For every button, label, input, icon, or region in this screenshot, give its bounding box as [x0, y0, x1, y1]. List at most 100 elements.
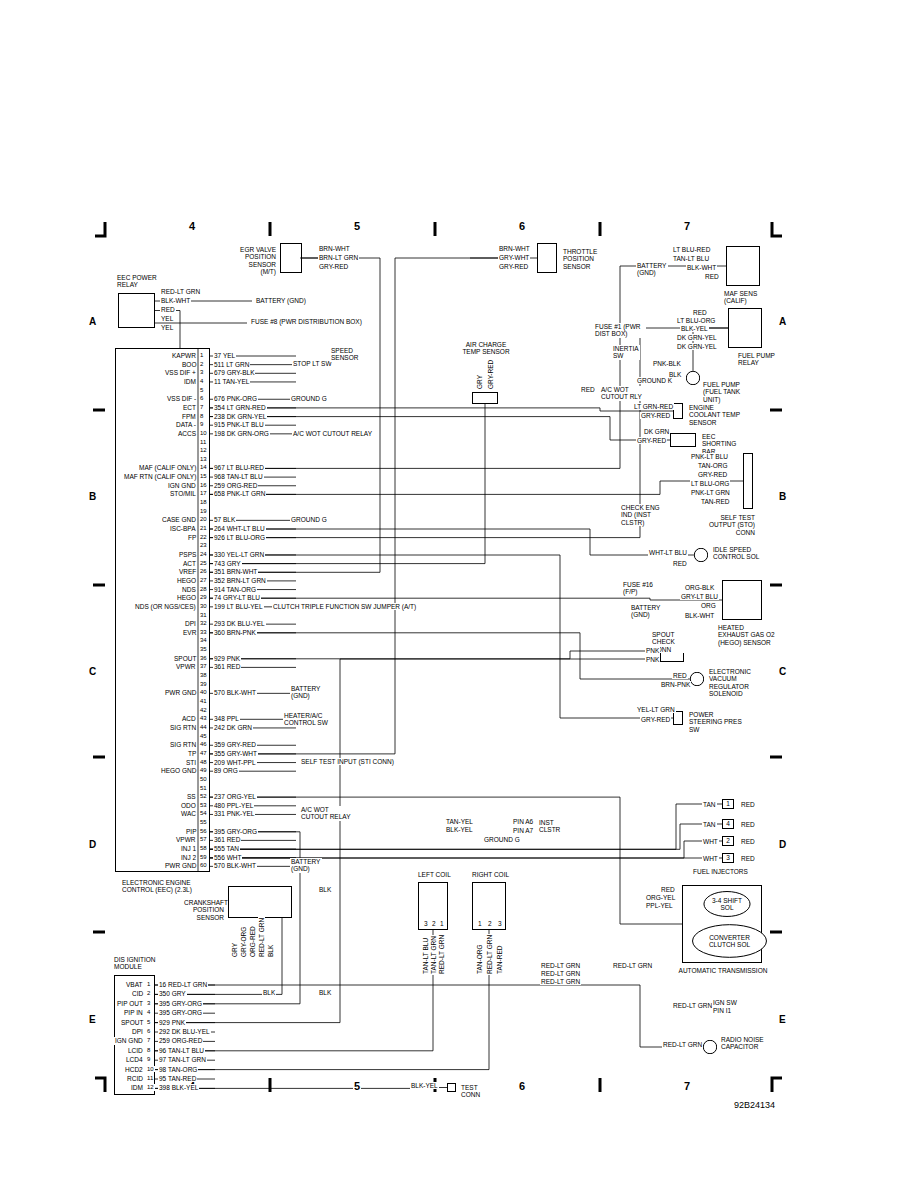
label-text: 6 — [518, 220, 526, 232]
label-text: GROUND G — [290, 395, 328, 402]
label-text: ORG-RED — [249, 925, 256, 958]
label-text: BRN-WHT — [318, 245, 351, 252]
label-text: 395 GRY-ORG — [158, 1000, 203, 1007]
label-text: 56 — [199, 828, 208, 835]
label-text: LCD4 — [125, 1056, 144, 1063]
label-text: WAC — [180, 810, 197, 817]
label-text: RED — [160, 306, 176, 313]
label-text: A — [88, 316, 97, 327]
label-text: IGN GND — [167, 482, 197, 489]
label-text: 98 TAN-ORG — [158, 1066, 198, 1073]
wire-connector — [210, 328, 728, 538]
component-label: 3 — [726, 854, 730, 861]
component-label: 1 — [726, 800, 730, 807]
label-text: 570 BLK-WHT — [213, 862, 257, 869]
label-text: C — [778, 666, 787, 677]
wire-connector — [155, 930, 433, 1051]
label-text: 350 GRY — [158, 990, 187, 997]
label-text: 10 — [199, 430, 208, 437]
label-text: 48 — [199, 759, 208, 766]
label-text: PIN A6 — [512, 818, 534, 825]
label-text: RED — [580, 386, 596, 393]
label-text: BLK — [262, 989, 276, 996]
label-text: BLK-WHT — [686, 264, 717, 271]
label-text: 44 — [199, 724, 208, 731]
label-text: 17 — [199, 490, 208, 497]
label-text: INJ 1 — [180, 845, 197, 852]
component-label: 3-4 SHIFT SOL — [711, 897, 743, 912]
label-text: 40 — [199, 689, 208, 696]
label-text: 2 — [431, 920, 437, 927]
wire-line — [210, 555, 673, 718]
label-text: YEL — [160, 315, 174, 322]
label-text: 237 ORG-YEL — [213, 793, 257, 800]
label-text: 31 — [199, 612, 208, 619]
component-label: TEST CONN — [460, 1084, 490, 1099]
label-text: PIN A7 — [512, 827, 534, 834]
wire-connector — [210, 417, 670, 440]
label-text: 7 — [199, 404, 204, 411]
label-text: 264 WHT-LT BLU — [213, 525, 266, 532]
component-box: SPOUT CHECK CONN — [660, 648, 684, 662]
label-text: RED-LT GRN — [612, 962, 653, 969]
label-text: 7 — [146, 1037, 151, 1044]
label-text: 8 — [199, 413, 204, 420]
component-label: ENGINE COOLANT TEMP SENSOR — [688, 404, 748, 426]
label-text: 51 — [199, 785, 208, 792]
label-text: 5 — [353, 1080, 361, 1092]
label-text: BATTERY (GND) — [636, 262, 668, 277]
wire-connector — [210, 555, 673, 718]
row-tick — [93, 410, 782, 932]
label-text: 556 WHT — [213, 854, 242, 861]
label-text: BATTERY (GND) — [630, 604, 662, 619]
label-text: 259 ORG-RED — [158, 1037, 203, 1044]
label-text: 3 — [497, 920, 503, 927]
label-text: FUSE #16 (F/P) — [622, 581, 654, 596]
label-text: 58 — [199, 845, 208, 852]
label-text: 360 BRN-PNK — [213, 629, 257, 636]
solenoid-circle: CONVERTER CLUTCH SOL — [691, 924, 768, 958]
label-text: SPOUT — [120, 1019, 144, 1026]
label-text: 1 — [199, 352, 204, 359]
solenoid-circle: 3-4 SHIFT SOL — [703, 891, 751, 917]
corner-mark — [95, 222, 105, 236]
label-text: FUSE #8 (PWR DISTRIBUTION BOX) — [250, 318, 363, 325]
component-label: RADIO NOISE CAPACITOR — [720, 1036, 765, 1051]
label-text: B — [778, 491, 787, 502]
label-text: DATA - — [175, 421, 197, 428]
label-text: RED — [660, 886, 676, 893]
label-text: MAF (CALIF ONLY) — [138, 464, 197, 471]
label-text: PIN I1 — [712, 1007, 732, 1014]
label-text: 57 BLK — [213, 516, 236, 523]
label-text: 16 — [199, 482, 208, 489]
wire-connector — [210, 404, 485, 564]
label-text: HEATER/A/C CONTROL SW — [283, 712, 335, 727]
label-text: TAN-YEL — [445, 818, 474, 825]
label-text: GRY-RED — [318, 263, 349, 270]
label-text: D — [88, 839, 97, 850]
corner-mark — [772, 222, 782, 236]
component-box: 1 — [722, 799, 734, 809]
wire-connector — [210, 258, 380, 572]
wire-line — [210, 633, 690, 679]
component-label: EEC POWER RELAY — [116, 274, 161, 289]
label-text: YEL — [160, 324, 174, 331]
label-text: 352 BRN-LT GRN — [213, 577, 267, 584]
component-label: FUEL PUMP (FUEL TANK UNIT) — [702, 381, 752, 403]
wire-line — [210, 529, 694, 555]
frame-marks — [93, 222, 782, 1092]
label-text: CLUTCH TRIPLE FUNCTION SW JUMPER (A/T) — [272, 603, 417, 610]
wire-connector — [155, 985, 703, 1047]
label-text: GROUND G — [290, 516, 328, 523]
component-label: CONVERTER CLUTCH SOL — [703, 934, 757, 949]
label-text: 35 — [199, 646, 208, 653]
label-text: 11 TAN-YEL — [213, 378, 250, 385]
label-text: RED-LT GRN — [662, 1041, 703, 1048]
label-text: 361 RED — [213, 836, 241, 843]
wire-line — [210, 858, 722, 859]
label-text: IDM — [183, 378, 197, 385]
label-text: 49 — [199, 767, 208, 774]
label-text: 354 LT GRN-RED — [213, 404, 267, 411]
wire-line — [210, 598, 722, 600]
label-text: TAN-RED — [496, 945, 503, 975]
